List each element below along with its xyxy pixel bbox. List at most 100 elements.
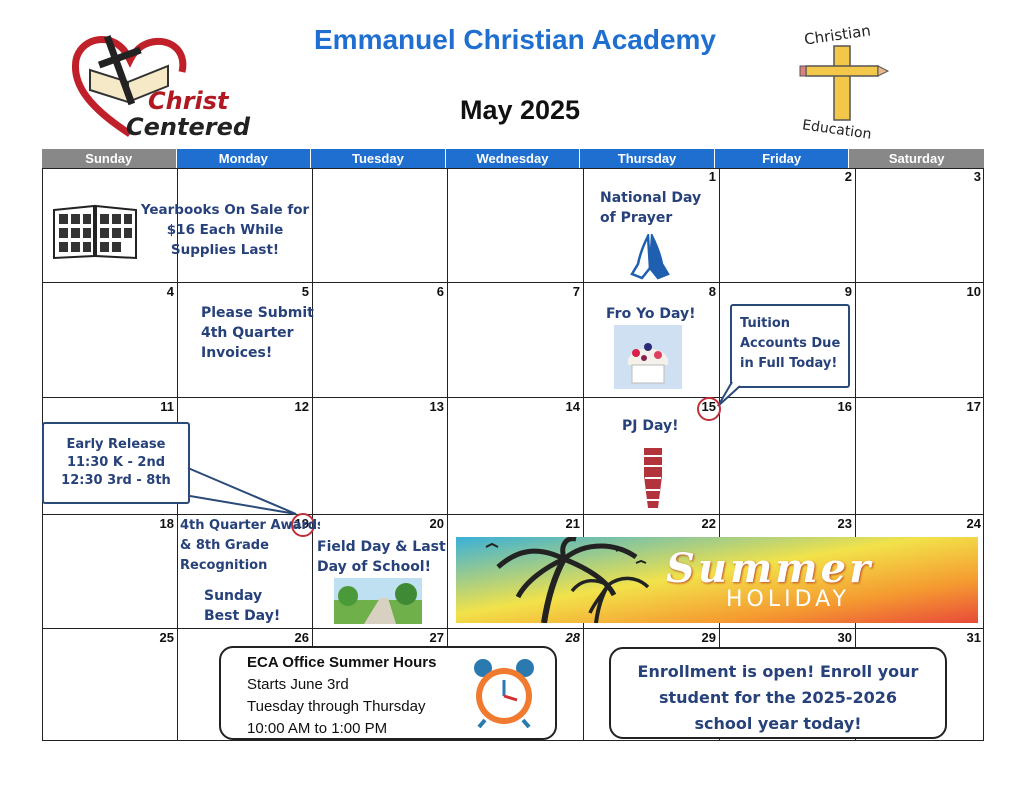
day-number: 14 (565, 399, 580, 414)
sunday-best-note: Sunday Best Day! (204, 588, 281, 624)
cross-pencil-icon (799, 45, 890, 121)
day-number: 16 (837, 399, 852, 414)
day-number: 11 (160, 399, 174, 414)
day-number: 24 (966, 516, 981, 531)
day-number: 1 (708, 169, 716, 184)
day-cell-8: 8 (584, 283, 720, 398)
day-number: 27 (429, 630, 444, 645)
day-cell-20: 20 (313, 515, 448, 629)
day-number: 26 (294, 630, 309, 645)
school-name: Emmanuel Christian Academy (314, 24, 716, 55)
day-number: 25 (159, 630, 174, 645)
highlight-circle-15 (697, 397, 721, 421)
day-number: 23 (837, 516, 852, 531)
day-cell-7: 7 (448, 283, 584, 398)
banner-word-summer: Summer (666, 545, 874, 592)
logo-text-centered: Centered (126, 113, 251, 141)
day-number: 8 (708, 284, 716, 299)
pj-day-note: PJ Day! (622, 418, 679, 434)
day-number: 17 (966, 399, 981, 414)
yearbook-note: Yearbooks On Sale for $16 Each While Sup… (140, 202, 310, 258)
day-number: 18 (159, 516, 174, 531)
christian-education-logo: Christian Education (798, 21, 890, 143)
day-cell (313, 168, 448, 283)
weekday-tuesday: Tuesday (311, 149, 446, 168)
day-cell-16: 16 (720, 398, 856, 515)
day-cell-12: 12 (178, 398, 313, 515)
month-title: May 2025 (459, 95, 581, 125)
heart-bible-icon (71, 35, 187, 137)
enrollment-box: Enrollment is open! Enroll your student … (609, 647, 947, 739)
weekday-sunday: Sunday (42, 149, 177, 168)
day-cell-2: 2 (720, 168, 856, 283)
summer-holiday-banner: Summer HOLIDAY (456, 537, 978, 623)
day-cell-31: 31 (856, 629, 984, 741)
weekday-wednesday: Wednesday (445, 149, 581, 168)
banner-word-holiday: HOLIDAY (726, 587, 850, 612)
day-number: 3 (973, 169, 981, 184)
day-cell-25: 25 (42, 629, 178, 741)
weekday-header: Sunday Monday Tuesday Wednesday Thursday… (42, 149, 984, 168)
day-cell (448, 168, 584, 283)
enrollment-line: Enrollment is open! Enroll your (637, 662, 919, 681)
awards-note: 4th Quarter Awards & 8th Grade Recogniti… (180, 518, 320, 573)
day-cell-18: 18 (42, 515, 178, 629)
park-path-icon (334, 578, 422, 624)
day-number: 6 (436, 284, 444, 299)
christ-centered-logo: Christ Centered (70, 30, 250, 142)
frozen-yogurt-icon (614, 325, 682, 389)
day-number: 10 (966, 284, 981, 299)
field-day-note: Field Day & Last Day of School! (317, 539, 446, 575)
day-cell-4: 4 (42, 283, 178, 398)
day-number: 7 (572, 284, 580, 299)
pajama-icon (644, 448, 662, 508)
alarm-clock-icon (474, 659, 534, 728)
yearbook-icon (53, 204, 137, 260)
day-number: 12 (294, 399, 309, 414)
day-number: 4 (166, 284, 174, 299)
day-cell-5: 5 (178, 283, 313, 398)
office-hours-line: Starts June 3rd (247, 676, 349, 693)
froyo-note: Fro Yo Day! (606, 306, 696, 322)
day-cell-10: 10 (856, 283, 984, 398)
day-number: 29 (701, 630, 716, 645)
office-hours-title: ECA Office Summer Hours (247, 654, 437, 671)
invoices-note: Please Submit 4th Quarter Invoices! (201, 305, 314, 361)
day-number: 31 (966, 630, 981, 645)
tuition-callout: Tuition Accounts Due in Full Today! (730, 304, 850, 388)
praying-hands-icon (630, 234, 670, 280)
day-number: 2 (844, 169, 852, 184)
day-cell (42, 168, 178, 283)
day-number: 20 (429, 516, 444, 531)
office-hours-line: Tuesday through Thursday (247, 698, 426, 715)
highlight-circle-19 (291, 513, 315, 537)
day-cell-3: 3 (856, 168, 984, 283)
day-cell-6: 6 (313, 283, 448, 398)
day-cell (178, 168, 313, 283)
day-cell-17: 17 (856, 398, 984, 515)
prayer-note: National Day of Prayer (600, 190, 702, 226)
day-cell-28: 28 (448, 629, 584, 741)
day-cell-24: 24 (856, 515, 984, 629)
day-cell-1: 1 (584, 168, 720, 283)
weekday-monday: Monday (176, 149, 312, 168)
callout-pointer (187, 467, 297, 515)
day-number: 9 (844, 284, 852, 299)
day-number: 13 (429, 399, 444, 414)
day-number: 5 (301, 284, 309, 299)
day-cell-14: 14 (448, 398, 584, 515)
weekday-friday: Friday (714, 149, 850, 168)
enrollment-line: school year today! (694, 714, 862, 733)
day-number: 28 (565, 630, 580, 645)
logo-text-christ: Christ (148, 87, 229, 115)
early-release-callout: Early Release 11:30 K - 2nd 12:30 3rd - … (42, 422, 190, 504)
weekday-thursday: Thursday (580, 149, 715, 168)
day-number: 21 (565, 516, 580, 531)
day-number: 30 (837, 630, 852, 645)
day-cell-9: 9 (720, 283, 856, 398)
office-hours-line: 10:00 AM to 1:00 PM (247, 720, 388, 737)
palm-tree-sunset-image (456, 537, 978, 623)
enrollment-line: student for the 2025-2026 (658, 688, 898, 707)
day-cell-13: 13 (313, 398, 448, 515)
weekday-saturday: Saturday (849, 149, 984, 168)
